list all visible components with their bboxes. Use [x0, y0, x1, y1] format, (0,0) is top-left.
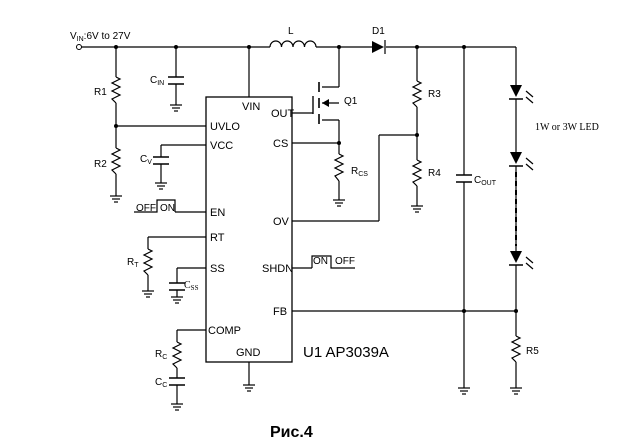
led-1 [509, 85, 534, 104]
resistor-r3: R3 [411, 80, 441, 108]
ground-icon [411, 205, 423, 213]
pin-fb: FB [273, 306, 287, 318]
capacitor-cv: CV [140, 154, 169, 166]
diode-label: D1 [372, 26, 385, 37]
pin-vcc: VCC [210, 140, 233, 152]
capacitor-cout: COUT [456, 174, 497, 187]
cout-label: COUT [474, 175, 497, 187]
ground-icon [171, 403, 183, 411]
wires [79, 46, 517, 404]
led-3 [509, 251, 534, 270]
ground-icon [110, 195, 122, 203]
ground-icon [458, 387, 470, 395]
ground-icon [142, 290, 154, 298]
shdn-on-label: ON [313, 256, 328, 267]
r2-label: R2 [94, 159, 107, 170]
r1-label: R1 [94, 87, 107, 98]
en-logic-symbol: OFF ON [134, 199, 176, 214]
ground-icon [155, 182, 167, 190]
resistor-r4: R4 [411, 159, 441, 187]
en-off-label: OFF [136, 203, 156, 214]
r3-label: R3 [428, 89, 441, 100]
diode-d1: D1 [372, 26, 386, 54]
ground-symbols [110, 104, 522, 411]
inductor-label: L [288, 26, 294, 37]
ic-ref-label: U1 AP3039A [303, 344, 389, 361]
resistor-rcs: RCS [333, 153, 368, 182]
mosfet-q1: Q1 [312, 82, 358, 124]
r4-label: R4 [428, 168, 441, 179]
vin-terminal: VIN:6V to 27V [70, 31, 131, 50]
cc-label: CC [155, 377, 167, 389]
pin-en: EN [210, 207, 225, 219]
resistor-r1: R1 [94, 76, 122, 104]
pin-out: OUT [271, 108, 295, 120]
rcs-label: RCS [351, 166, 368, 178]
ic-ap3039a: VIN OUT UVLO VCC CS EN OV RT SS SHDN FB … [205, 96, 389, 363]
rc-label: RC [155, 349, 167, 361]
pin-rt: RT [210, 232, 225, 244]
pin-uvlo: UVLO [210, 121, 240, 133]
led-2 [509, 152, 534, 171]
pin-shdn: SHDN [262, 263, 293, 275]
pin-ss: SS [210, 263, 225, 275]
mosfet-label: Q1 [344, 96, 358, 107]
r5-label: R5 [526, 346, 539, 357]
ground-icon [243, 384, 255, 392]
pin-comp: COMP [208, 325, 241, 337]
rt-label: RT [127, 257, 139, 269]
capacitor-cc: CC [155, 377, 185, 389]
figure-caption: Рис.4 [270, 424, 313, 441]
ground-icon [510, 387, 522, 395]
pin-ov: OV [273, 216, 290, 228]
ground-icon [170, 104, 182, 112]
resistor-r5: R5 [510, 335, 539, 363]
cv-label: CV [140, 154, 152, 166]
resistor-r2: R2 [94, 147, 122, 175]
en-on-label: ON [160, 203, 175, 214]
pin-cs: CS [273, 138, 288, 150]
junctions [114, 45, 518, 313]
vin-label: VIN:6V to 27V [70, 31, 131, 43]
pin-vin: VIN [242, 101, 260, 113]
shdn-off-label: OFF [335, 256, 355, 267]
ground-icon [171, 296, 183, 304]
inductor-l: L [269, 26, 317, 48]
capacitor-css: CSS [169, 280, 199, 292]
ground-icon [333, 199, 345, 207]
shdn-logic-symbol: ON OFF [311, 255, 355, 269]
pin-gnd: GND [236, 347, 261, 359]
resistor-rt: RT [127, 248, 154, 276]
capacitor-cin: CIN [150, 75, 184, 87]
resistor-rc: RC [155, 341, 183, 369]
cin-label: CIN [150, 75, 164, 87]
css-label: CSS [184, 280, 199, 292]
led-label: 1W or 3W LED [535, 122, 599, 133]
